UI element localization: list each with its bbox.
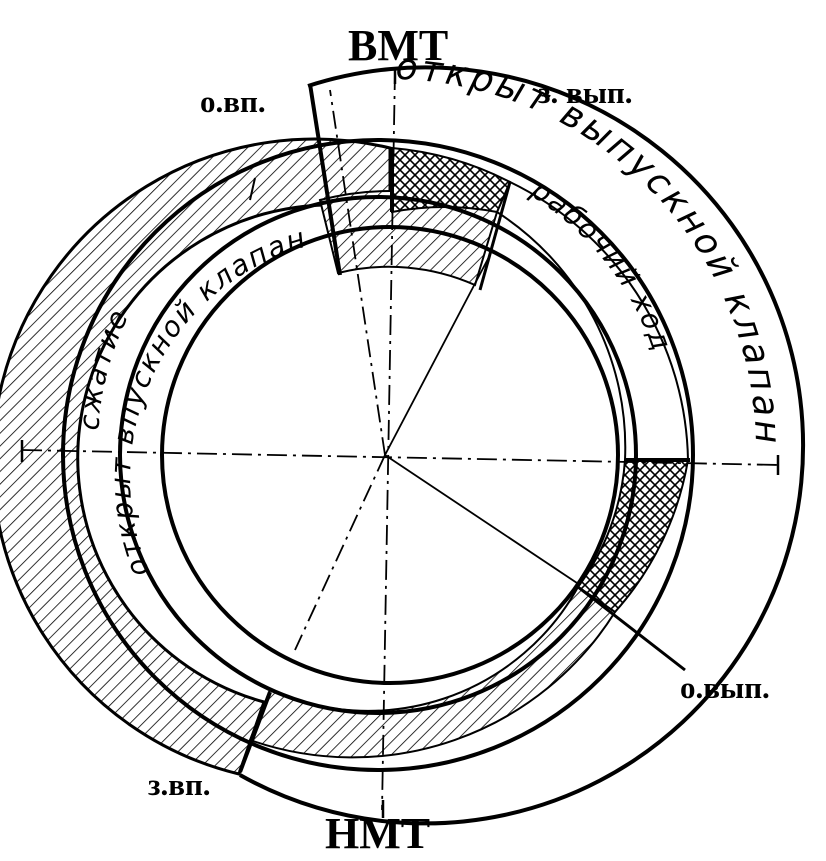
intake-close-label: з.вп.	[148, 767, 211, 802]
exhaust-close-label: з. вып.	[538, 75, 633, 110]
intake-open-label: о.вп.	[200, 84, 266, 119]
tdc-label: ВМТ	[348, 21, 448, 70]
exhaust-open-label: о.вып.	[680, 670, 770, 705]
phase-lines	[238, 83, 690, 773]
outer-ring-arc	[239, 65, 806, 826]
mid-inner-circle	[118, 195, 638, 715]
crank-radii	[21, 69, 781, 811]
inner-circle	[160, 225, 620, 685]
ring-outlines	[61, 65, 806, 826]
bdc-label: НМТ	[325, 809, 430, 858]
outer-band-fill	[239, 64, 809, 825]
compression-band	[0, 137, 392, 776]
axis-ticks	[20, 68, 780, 818]
mid-outer-circle	[61, 138, 695, 772]
outer-band	[239, 64, 809, 825]
overlap-top	[391, 146, 512, 214]
